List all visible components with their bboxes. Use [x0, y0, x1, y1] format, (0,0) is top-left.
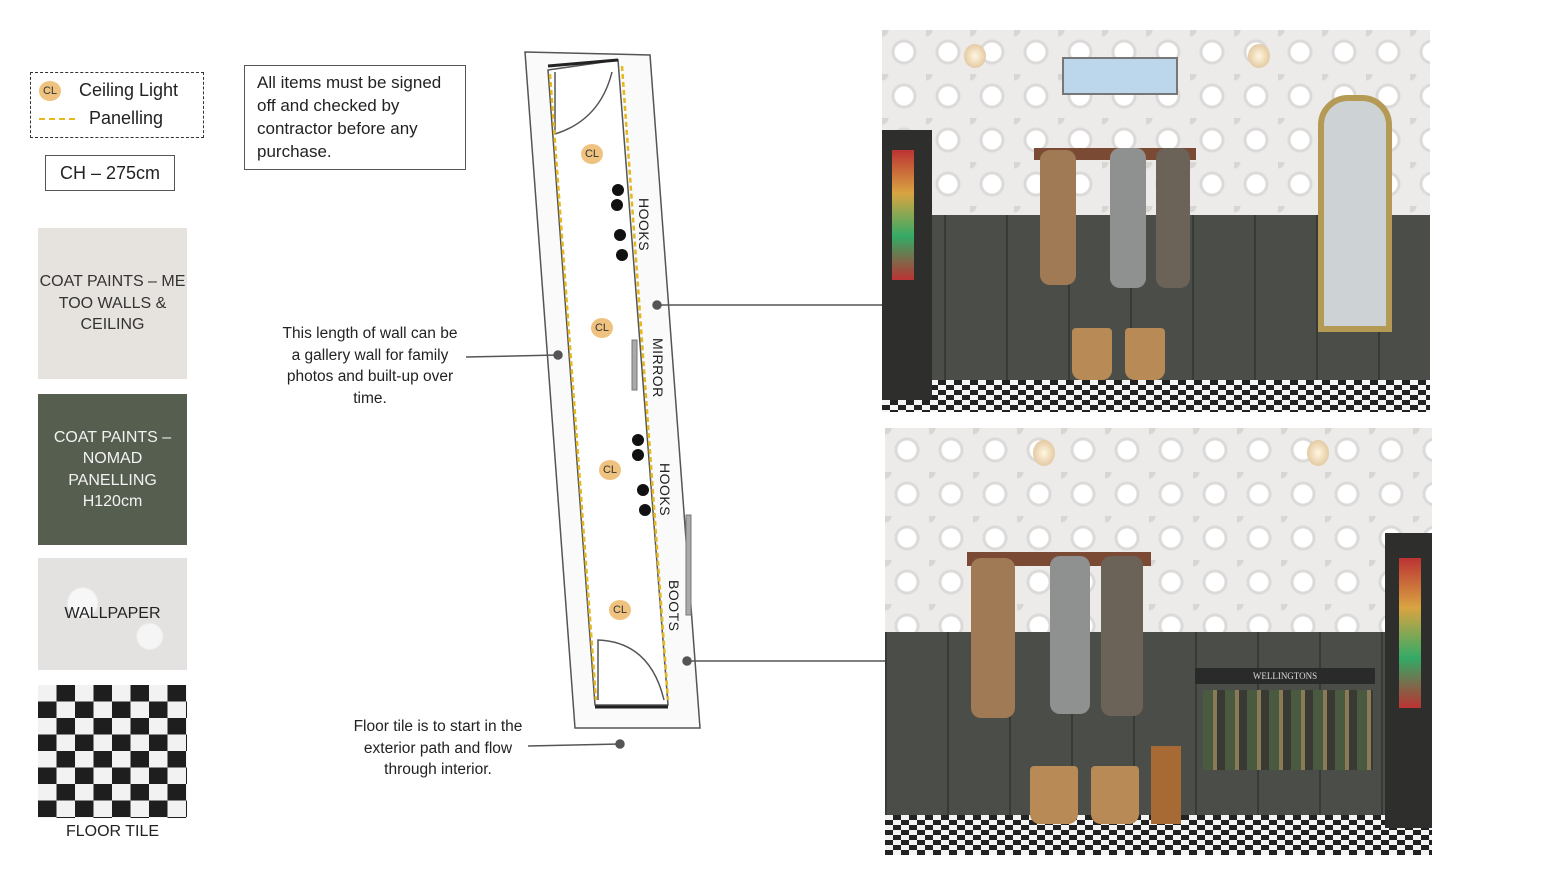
basket-icon [1072, 328, 1112, 380]
swatch-floor-tile [38, 685, 187, 818]
swatch-panelling: COAT PAINTS – NOMAD PANELLING H120cm [38, 394, 187, 545]
coat-icon [1110, 148, 1146, 288]
panelling-lines [548, 65, 670, 701]
ceiling-light-icon: CL [591, 318, 613, 338]
mirror-icon [631, 339, 692, 616]
ceiling-light-icon: CL [39, 80, 61, 101]
boot-rack-icon [1203, 690, 1373, 770]
basket-icon [1091, 766, 1139, 824]
ceiling-height: CH – 275cm [45, 155, 175, 191]
coat-hooks-icon [611, 184, 651, 516]
swatch-wallpaper: WALLPAPER [38, 558, 187, 670]
coat-icon [1101, 556, 1143, 716]
basket-icon [1125, 328, 1165, 380]
plan-walls [524, 51, 701, 729]
hallway-render-boots-wall: WELLINGTONS [885, 428, 1432, 855]
floor-tile-note: Floor tile is to start in the exterior p… [353, 718, 523, 778]
coat-icon [1156, 148, 1190, 288]
plan-label-hooks: HOOKS [636, 198, 652, 252]
notice-box: All items must be signed off and checked… [244, 65, 466, 170]
basket-icon [1030, 766, 1078, 824]
ceiling-light-icon: CL [581, 144, 603, 164]
umbrella-stand-icon [1151, 746, 1181, 824]
wellingtons-sign: WELLINGTONS [1195, 668, 1375, 684]
legend-label: Panelling [89, 108, 164, 128]
ceiling-light-icon [1248, 44, 1270, 68]
ceiling-light-icon [1307, 440, 1329, 466]
mirror-icon [1318, 95, 1392, 332]
plan-label-mirror: MIRROR [650, 338, 666, 398]
coat-icon [971, 558, 1015, 718]
ceiling-light-icon: CL [599, 460, 621, 480]
ceiling-light-icon [964, 44, 986, 68]
plan-label-hooks: HOOKS [657, 463, 673, 517]
ceiling-light-icon: CL [609, 600, 631, 620]
plan-label-boots: BOOTS [666, 580, 682, 632]
window-icon [1062, 57, 1178, 95]
door-icon [882, 130, 932, 400]
legend-label: Ceiling Light [79, 80, 179, 100]
legend-panelling: Panelling [39, 108, 163, 129]
gallery-wall-note: This length of wall can be a gallery wal… [282, 325, 458, 407]
legend-ceiling-light: CL Ceiling Light [39, 80, 178, 101]
coat-icon [1050, 556, 1090, 714]
ceiling-light-icon [1033, 440, 1055, 466]
hallway-render-mirror-wall [882, 30, 1430, 412]
leader-lines [465, 300, 885, 749]
panelling-line-icon [39, 117, 75, 120]
floor-tile-label: FLOOR TILE [65, 823, 160, 840]
coat-icon [1040, 150, 1076, 285]
legend: CL Ceiling Light Panelling [30, 72, 204, 138]
door-icon [1385, 533, 1432, 828]
swatch-walls-ceiling: COAT PAINTS – ME TOO WALLS & CEILING [38, 228, 187, 379]
